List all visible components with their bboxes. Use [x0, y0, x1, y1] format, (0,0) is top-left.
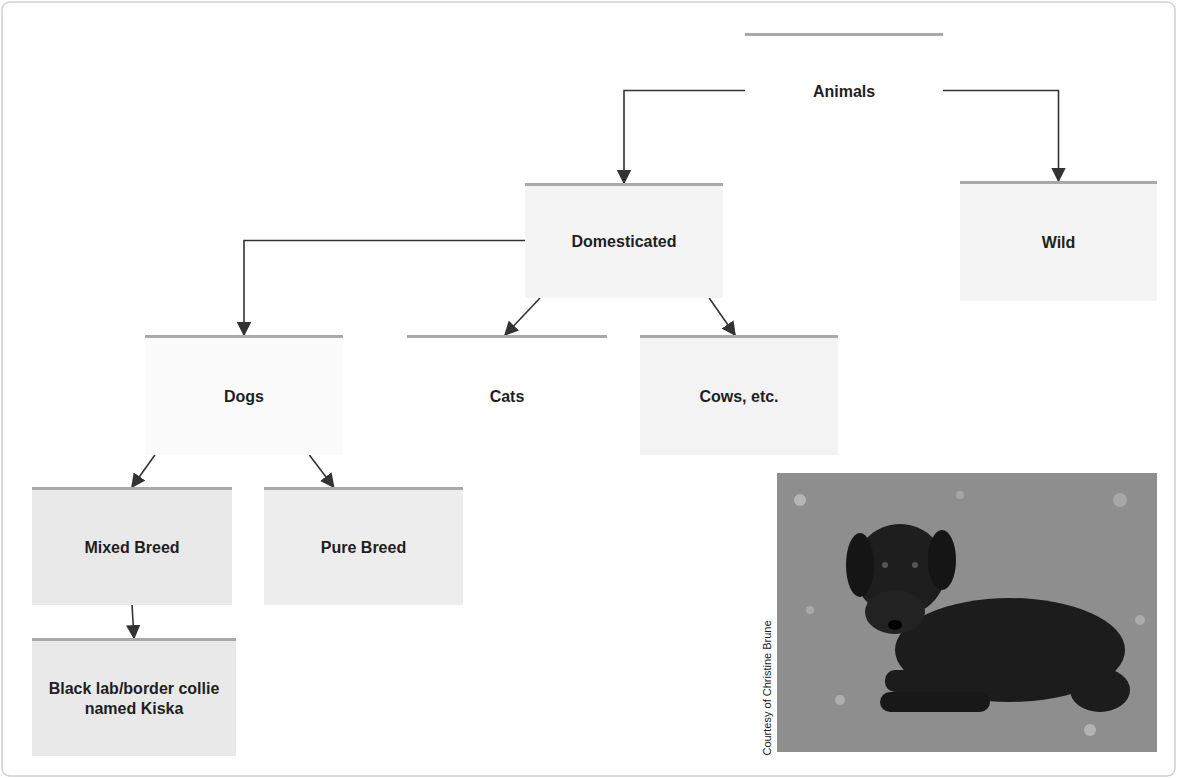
category-label: Pure Breed — [321, 538, 406, 558]
category-box: Pure Breed — [264, 487, 463, 605]
category-box: Wild — [960, 181, 1157, 301]
photo-credit: Courtesy of Christine Brune — [761, 618, 773, 757]
category-label: Dogs — [224, 387, 264, 407]
category-box: Domesticated — [525, 183, 723, 298]
category-label: Cows, etc. — [699, 387, 778, 407]
category-box: Animals — [745, 33, 943, 148]
hierarchy-arrow — [505, 298, 540, 335]
category-label: Cats — [490, 387, 525, 407]
category-label: Domesticated — [572, 232, 677, 252]
category-label: Black lab/border collie named Kiska — [44, 679, 224, 719]
hierarchy-arrow — [132, 605, 134, 638]
hierarchy-arrow — [132, 455, 155, 487]
category-label: Animals — [813, 82, 875, 102]
category-box: Cows, etc. — [640, 335, 838, 455]
hierarchy-arrow — [943, 91, 1059, 182]
category-box: Mixed Breed — [32, 487, 232, 605]
category-label: Mixed Breed — [84, 538, 179, 558]
category-label: Wild — [1042, 233, 1076, 253]
hierarchy-arrow — [624, 91, 745, 184]
hierarchy-arrow — [244, 241, 525, 336]
hierarchy-arrow — [709, 298, 735, 335]
hierarchy-arrow — [309, 455, 333, 487]
dog-photo — [777, 473, 1157, 752]
category-box: Dogs — [145, 335, 343, 455]
category-box: Black lab/border collie named Kiska — [32, 638, 236, 756]
category-box: Cats — [407, 335, 607, 455]
